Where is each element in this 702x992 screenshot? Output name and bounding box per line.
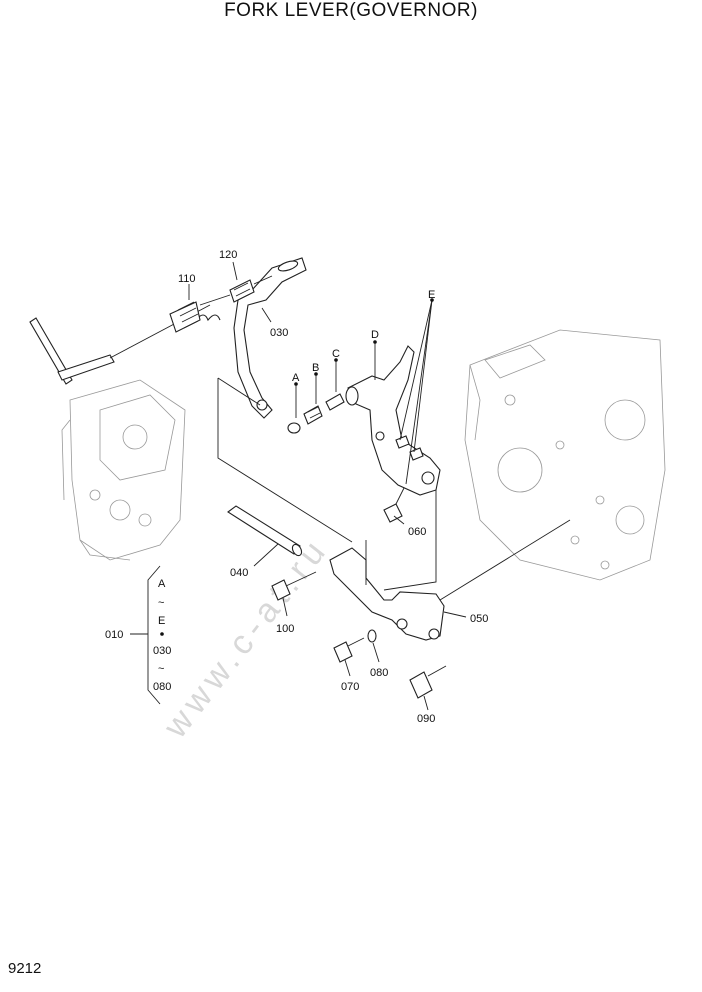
callout-e: E (428, 289, 435, 301)
leader-dots (294, 298, 434, 386)
callout-a: A (292, 372, 300, 384)
kit-from: 030 (153, 645, 171, 657)
callout-100: 100 (276, 623, 294, 635)
part-a (287, 422, 301, 434)
kit-to: 080 (153, 681, 171, 693)
kit-tilde-2: ~ (158, 663, 164, 675)
callout-080: 080 (370, 667, 388, 679)
leader-lines (188, 261, 467, 711)
callout-b: B (312, 362, 319, 374)
bolt-060 (383, 487, 405, 523)
page-title: FORK LEVER(GOVERNOR) (224, 0, 478, 21)
callout-030: 030 (270, 327, 288, 339)
callout-d: D (371, 329, 379, 341)
pin-040 (227, 505, 303, 557)
kit-bracket-010: 010 A ~ E 030 ~ 080 (105, 565, 171, 705)
spring-110 (169, 301, 221, 333)
kit-tilde-1: ~ (158, 597, 164, 609)
kit-start: A (158, 578, 166, 590)
fork-lever-d (345, 345, 441, 496)
callout-060: 060 (408, 526, 426, 538)
part-b (303, 405, 323, 425)
callout-120: 120 (219, 249, 237, 261)
governor-shaft (29, 304, 211, 385)
callout-c: C (332, 348, 340, 360)
bolt-100 (271, 571, 317, 601)
page-number: 9212 (8, 960, 42, 977)
callout-010: 010 (105, 629, 123, 641)
callout-040: 040 (230, 567, 248, 579)
bolt-070 (333, 637, 365, 663)
callout-110: 110 (178, 273, 196, 285)
callout-090: 090 (417, 713, 435, 725)
bolt-090 (409, 665, 447, 699)
assembly-lines (217, 377, 437, 591)
engine-front-case (61, 379, 186, 561)
spring-120 (199, 275, 273, 306)
kit-mid: E (158, 615, 165, 627)
engine-block (464, 329, 666, 581)
fork-lever-030 (233, 257, 307, 419)
part-c (325, 393, 345, 411)
watermark: www.c-at.ru (156, 530, 337, 746)
callout-050: 050 (470, 613, 488, 625)
callout-070: 070 (341, 681, 359, 693)
washer-080 (367, 629, 377, 643)
